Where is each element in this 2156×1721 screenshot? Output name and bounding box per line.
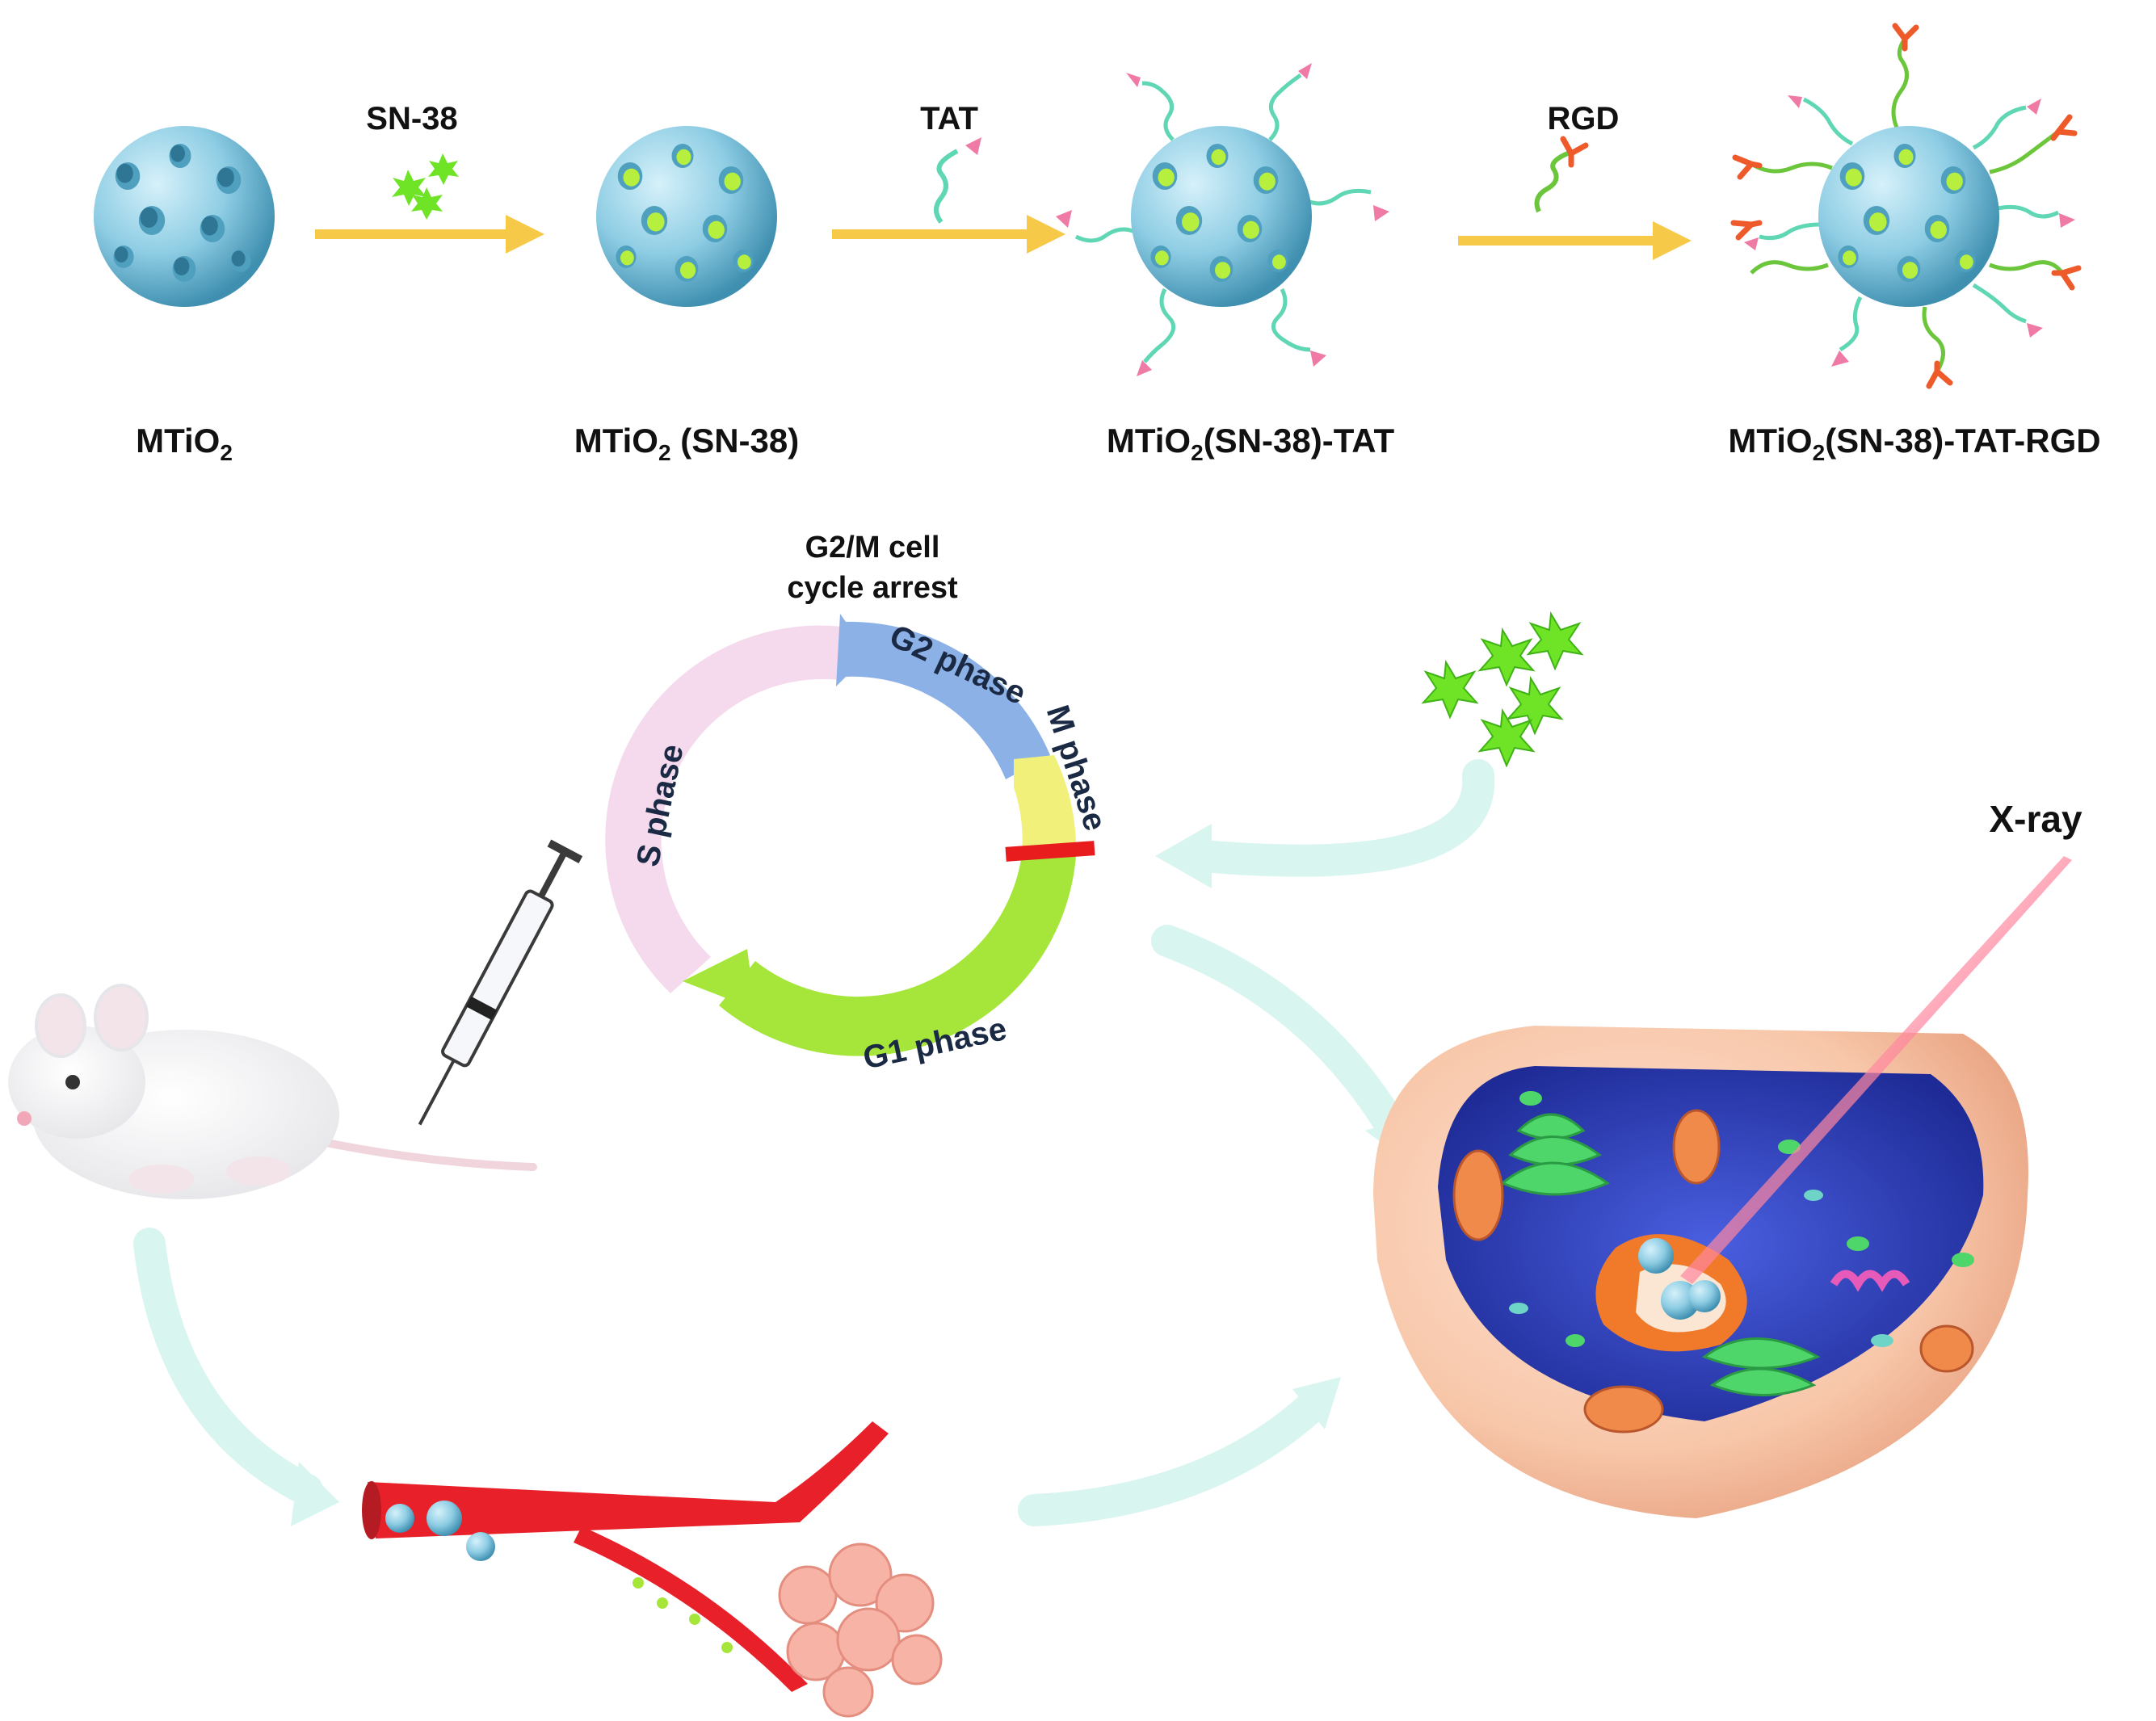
blood-vessel-icon <box>362 1421 889 1692</box>
syringe-icon <box>418 839 583 1126</box>
product-label-4: MTiO2(SN-38)-TAT-RGD <box>1728 422 2100 465</box>
drug-stars-icon <box>392 153 459 220</box>
product-label-2: MTiO2 (SN-38) <box>574 422 800 465</box>
rgd-peptide-icon <box>1534 136 1589 213</box>
arrest-bar <box>1005 841 1095 862</box>
xray-label: X-ray <box>1989 798 2082 840</box>
g1-phase-segment <box>719 854 1076 1056</box>
mouse-icon <box>8 984 537 1199</box>
reagent-label-tat: TAT <box>920 101 978 136</box>
arrest-label-line1: G2/M cell <box>805 531 940 565</box>
released-drug-icon <box>1421 611 1584 768</box>
particle-mtio2 <box>94 126 275 307</box>
reagent-label-sn38: SN-38 <box>366 101 457 136</box>
reagent-label-rgd: RGD <box>1548 101 1620 136</box>
product-label-1: MTiO2 <box>136 422 233 465</box>
g2-phase-segment <box>842 621 1050 779</box>
tat-peptide-icon <box>934 137 981 224</box>
s-phase-segment <box>605 625 842 993</box>
particle-mtio2-sn38-tat <box>1056 63 1389 376</box>
cell-cycle-wheel <box>605 614 1095 1056</box>
product-label-3: MTiO2(SN-38)-TAT <box>1107 422 1395 465</box>
particle-mtio2-sn38-tat-rgd <box>1730 23 2082 389</box>
tumor-cell-icon <box>778 1543 943 1718</box>
m-phase-segment <box>1014 755 1077 856</box>
arrest-label-line2: cycle arrest <box>787 571 958 605</box>
flow-arrowheads <box>291 824 1430 1526</box>
xray-beam <box>1680 856 2072 1284</box>
particle-mtio2-sn38 <box>596 126 777 307</box>
flow-arrows <box>133 759 1495 1526</box>
